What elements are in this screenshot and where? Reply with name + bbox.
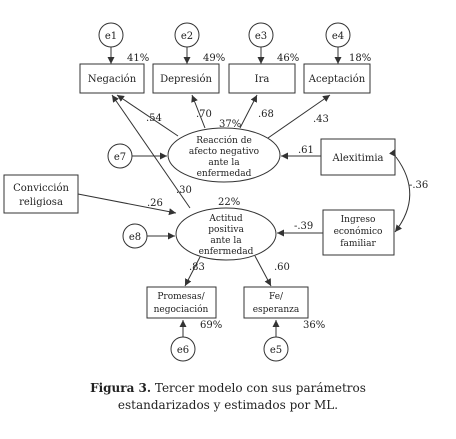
latent-reaccion-line4: enfermedad [197, 169, 252, 179]
error-e4-label: e4 [332, 31, 344, 42]
latent-reaccion-line3: ante la [208, 158, 240, 168]
latent-actitud-line4: enfermedad [199, 247, 254, 257]
indicator-fe-line2: esperanza [253, 305, 300, 315]
latent-actitud-line1: Actitud [208, 214, 242, 224]
coef-reaccion-negacion: .54 [146, 113, 162, 124]
indicator-depresion-label: Depresión [160, 74, 212, 85]
exogenous-conviccion: Convicción religiosa [3, 174, 79, 214]
error-e6-label: e6 [177, 345, 189, 356]
r2-negacion: 41% [127, 53, 149, 64]
covariance-alexitimia-ingreso [389, 149, 411, 233]
exogenous-alexitimia-label: Alexitimia [331, 153, 383, 164]
error-e8: e8 [122, 223, 148, 249]
path-reaccion-ira [239, 94, 258, 129]
coef-alexitimia-reaccion: .61 [298, 145, 314, 156]
r2-reaccion: 37% [219, 119, 241, 130]
error-e7-label: e7 [114, 152, 126, 163]
path-actitud-fe [254, 255, 272, 287]
caption-text-line2: estandarizados y estimados por ML. [117, 398, 339, 412]
figure-caption: Figura 3. Tercer modelo con sus parámetr… [0, 380, 456, 414]
r2-promesas: 69% [200, 320, 222, 331]
error-e1-label: e1 [105, 31, 117, 42]
exogenous-conviccion-line2: religiosa [19, 197, 63, 208]
caption-label: Figura 3. [90, 381, 152, 395]
indicator-ira-label: Ira [255, 74, 270, 85]
indicator-fe-line1: Fe/ [269, 292, 284, 302]
error-e7: e7 [107, 143, 133, 169]
coef-reaccion-depresion: .70 [196, 109, 212, 120]
coef-ingreso-actitud: -.39 [294, 221, 313, 232]
path-actitud-negacion [111, 94, 191, 209]
indicator-promesas-line1: Promesas/ [157, 292, 205, 302]
path-reaccion-aceptacion [267, 94, 331, 139]
r2-aceptacion: 18% [349, 53, 371, 64]
error-e2: e2 [174, 22, 200, 48]
latent-actitud: Actitud positiva ante la enfermedad [175, 207, 277, 261]
error-e8-label: e8 [129, 232, 141, 243]
error-e6: e6 [170, 336, 196, 362]
exogenous-ingreso-line1: Ingreso [341, 215, 376, 225]
error-e3: e3 [248, 22, 274, 48]
latent-reaccion: Reacción de afecto negativo ante la enfe… [167, 127, 281, 183]
error-e3-label: e3 [255, 31, 267, 42]
r2-actitud: 22% [218, 197, 240, 208]
indicator-negacion: Negación [79, 63, 145, 94]
indicator-aceptacion: Aceptación [303, 63, 371, 94]
latent-actitud-line2: positiva [208, 225, 244, 235]
error-e5-label: e5 [270, 345, 282, 356]
indicator-fe: Fe/ esperanza [243, 286, 309, 319]
indicator-ira: Ira [228, 63, 296, 94]
r2-depresion: 49% [203, 53, 225, 64]
path-actitud-promesas [184, 256, 201, 287]
caption-line1: Figura 3. Tercer modelo con sus parámetr… [0, 380, 456, 397]
indicator-promesas: Promesas/ negociación [146, 286, 217, 319]
coef-actitud-promesas: .83 [189, 262, 205, 273]
exogenous-ingreso-line3: familiar [340, 239, 376, 249]
coef-reaccion-ira: .68 [258, 109, 274, 120]
r2-fe: 36% [303, 320, 325, 331]
coef-reaccion-aceptacion: .43 [313, 114, 329, 125]
latent-actitud-line3: ante la [210, 236, 242, 246]
error-e2-label: e2 [181, 31, 193, 42]
exogenous-alexitimia: Alexitimia [320, 138, 396, 176]
caption-text-line1: Tercer modelo con sus parámetros [151, 381, 366, 395]
indicator-depresion: Depresión [152, 63, 220, 94]
exogenous-conviccion-line1: Convicción [13, 183, 69, 194]
coef-conviccion-actitud: .26 [147, 198, 163, 209]
error-e5: e5 [263, 336, 289, 362]
exogenous-ingreso-line2: económico [334, 226, 383, 237]
r2-ira: 46% [277, 53, 299, 64]
latent-reaccion-line2: afecto negativo [189, 147, 259, 157]
error-e4: e4 [325, 22, 351, 48]
path-conviccion-actitud [77, 193, 177, 216]
indicator-promesas-line2: negociación [154, 304, 209, 315]
coef-actitud-fe: .60 [274, 262, 290, 273]
indicator-negacion-label: Negación [88, 74, 137, 85]
error-e1: e1 [98, 22, 124, 48]
latent-reaccion-line1: Reacción de [196, 135, 252, 146]
coef-alexitimia-ingreso-cov: -.36 [409, 180, 428, 191]
coef-actitud-negacion: .30 [176, 185, 192, 196]
exogenous-ingreso: Ingreso económico familiar [322, 209, 395, 256]
indicator-aceptacion-label: Aceptación [308, 74, 366, 85]
path-reaccion-negacion [116, 94, 179, 137]
path-reaccion-depresion [191, 94, 206, 129]
